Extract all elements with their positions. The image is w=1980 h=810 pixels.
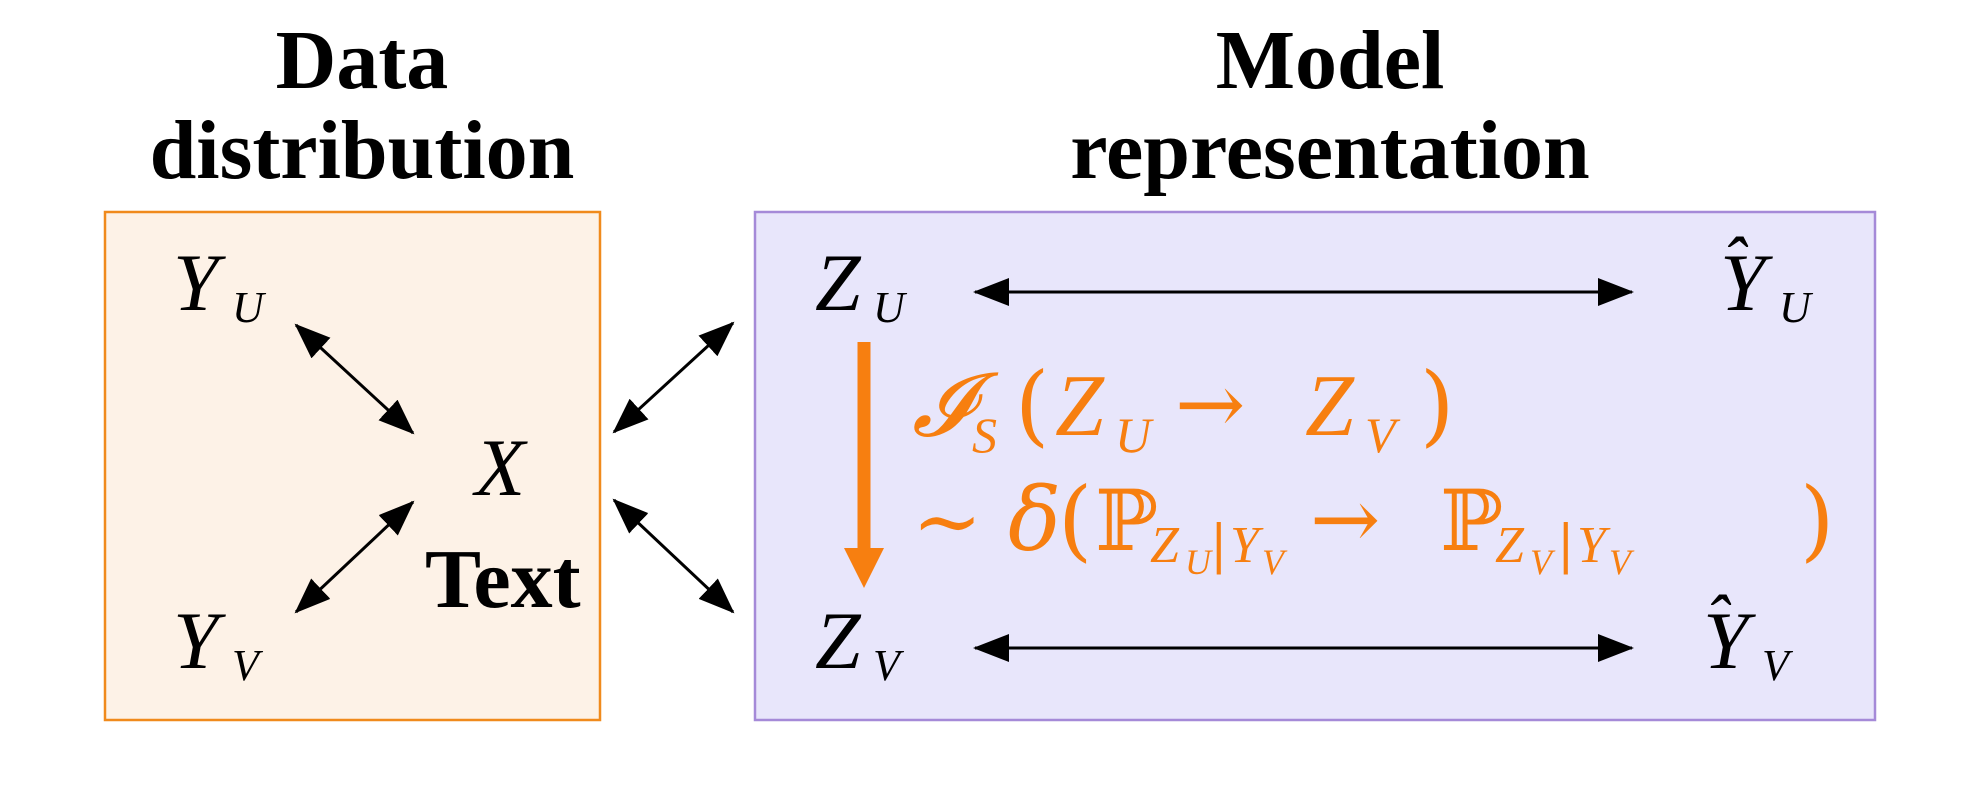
svg-text:Y: Y: [1703, 595, 1756, 686]
svg-text:): ): [1420, 353, 1454, 456]
svg-text:δ: δ: [1008, 468, 1061, 571]
svg-text:Z: Z: [1150, 517, 1180, 574]
svg-text:Y: Y: [1577, 517, 1611, 574]
svg-text:|: |: [1557, 515, 1575, 575]
svg-text:Y: Y: [1230, 517, 1264, 574]
svg-text:Y: Y: [173, 237, 226, 328]
svg-text:V: V: [1762, 641, 1794, 690]
Z-U-label: Z U: [815, 237, 908, 332]
formula-line1: 𝓘 S ( Z U → Z V ): [912, 353, 1454, 463]
svg-text:Z: Z: [1495, 517, 1525, 574]
svg-text:→: →: [1310, 470, 1380, 568]
data-distribution-box: [103, 210, 602, 722]
left-title-line1: Data: [276, 14, 449, 107]
svg-text:ℙ: ℙ: [1095, 472, 1158, 570]
svg-text:(: (: [1058, 468, 1092, 571]
Y-hat-U-label: ˆ Y U: [1720, 224, 1814, 332]
right-title-line1: Model: [1216, 14, 1445, 107]
svg-text:→: →: [1175, 355, 1245, 453]
svg-text:V: V: [1530, 542, 1556, 582]
svg-text:V: V: [1609, 542, 1635, 582]
Y-V-label: Y V: [173, 595, 264, 690]
svg-text:ℙ: ℙ: [1440, 472, 1503, 570]
Y-V-X-double-arrow: [294, 500, 415, 614]
svg-text:ˆ: ˆ: [1722, 224, 1749, 301]
svg-text:|: |: [1210, 515, 1228, 575]
svg-text:V: V: [232, 641, 264, 690]
X-Z-V-double-arrow: [612, 498, 735, 614]
svg-text:V: V: [873, 641, 905, 690]
X-label: X: [472, 422, 528, 513]
right-title-line2: representation: [1070, 104, 1590, 197]
svg-text:V: V: [1365, 407, 1401, 463]
svg-text:Z: Z: [815, 237, 862, 328]
svg-text:Y: Y: [1720, 237, 1773, 328]
Y-hat-V-label: ˆ Y V: [1703, 582, 1794, 690]
svg-text:): ): [1800, 468, 1834, 571]
svg-text:ˆ: ˆ: [1705, 582, 1732, 659]
svg-text:V: V: [1262, 542, 1288, 582]
svg-text:Z: Z: [815, 595, 862, 686]
left-title-line2: distribution: [150, 104, 575, 197]
svg-text:Y: Y: [173, 595, 226, 686]
orange-transfer-arrow-head: [844, 548, 884, 588]
X-Z-U-double-arrow: [612, 321, 735, 434]
svg-text:∼: ∼: [912, 472, 982, 570]
svg-text:(: (: [1015, 353, 1049, 456]
svg-text:Z: Z: [1305, 358, 1355, 455]
Z-V-label: Z V: [815, 595, 905, 690]
Y-U-X-double-arrow: [294, 323, 415, 435]
formula-line2: ∼ δ ( ℙ Z U | Y V → ℙ Z V | Y V ): [912, 468, 1834, 582]
svg-text:U: U: [1115, 407, 1154, 463]
svg-text:U: U: [1779, 283, 1814, 332]
svg-text:U: U: [232, 283, 267, 332]
svg-text:Z: Z: [1055, 358, 1105, 455]
svg-text:U: U: [873, 283, 908, 332]
svg-text:S: S: [972, 407, 997, 463]
Y-U-label: Y U: [173, 237, 267, 332]
text-label: Text: [425, 533, 581, 626]
svg-text:U: U: [1185, 542, 1213, 582]
